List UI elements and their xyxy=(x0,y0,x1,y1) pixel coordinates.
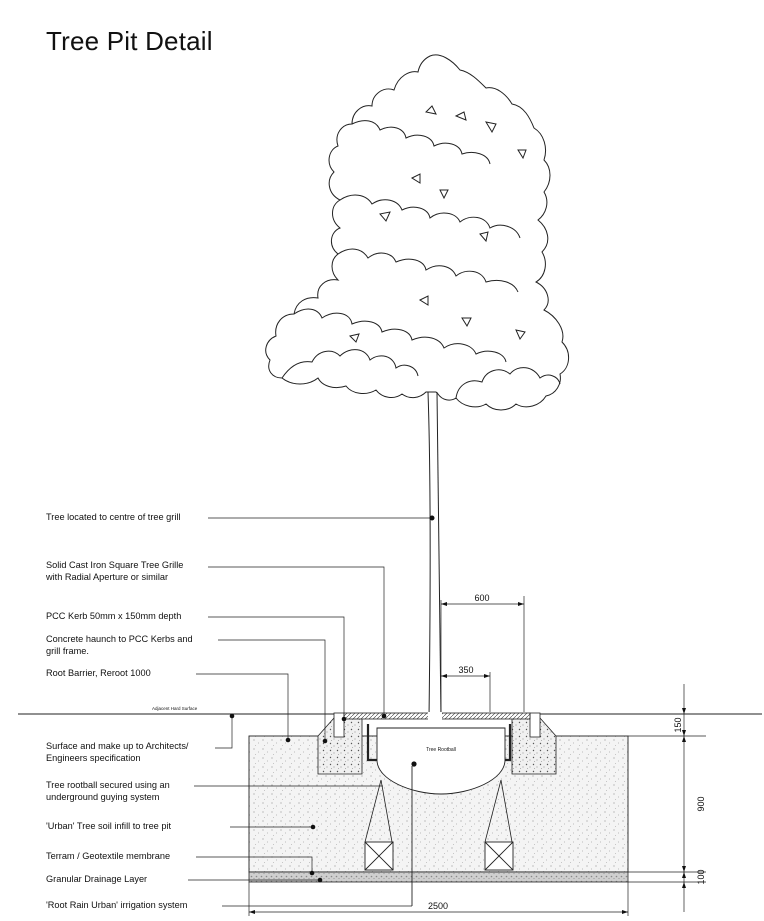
leaf-gap xyxy=(484,121,497,134)
label-surface-line1: Surface and make up to Architects/ xyxy=(46,741,189,751)
leaf-gap xyxy=(349,333,360,343)
canopy-tier-3 xyxy=(293,308,507,363)
grille-gap xyxy=(428,712,442,720)
dimension-600: 600 xyxy=(474,593,489,603)
label-surface-line2: Engineers specification xyxy=(46,753,141,763)
label-haunch-line2: grill frame. xyxy=(46,646,89,656)
canopy-lobe-right xyxy=(455,367,561,399)
leaf-gap xyxy=(439,189,449,200)
leader-kerb xyxy=(208,616,345,719)
canopy-lobe-left xyxy=(281,349,419,379)
dimension-arrows xyxy=(249,602,686,914)
canopy-tier-2 xyxy=(337,248,519,293)
dimension-100: 100 xyxy=(696,869,706,884)
leaf-gap xyxy=(517,149,527,160)
leader-surface xyxy=(215,716,233,749)
leaf-gap xyxy=(424,105,437,115)
leaf-gap xyxy=(454,111,467,121)
label-rootball-line2: underground guying system xyxy=(46,792,160,802)
leaf-gap xyxy=(379,211,391,222)
label-tree-centre: Tree located to centre of tree grill xyxy=(46,512,181,522)
leader-root-barrier xyxy=(196,673,289,740)
label-rootball-line1: Tree rootball secured using an xyxy=(46,780,170,790)
ground-anchor-right xyxy=(484,841,514,871)
label-drainage: Granular Drainage Layer xyxy=(46,874,148,884)
leaf-gap xyxy=(410,173,421,184)
leaf-gap xyxy=(515,329,526,341)
pcc-kerb-right xyxy=(529,712,541,738)
label-irrigation: 'Root Rain Urban' irrigation system xyxy=(46,900,188,910)
tree-canopy xyxy=(265,54,569,411)
dimension-2500: 2500 xyxy=(428,901,448,911)
pcc-kerb-left xyxy=(333,712,345,738)
canopy-tier-1 xyxy=(339,194,521,239)
label-terram: Terram / Geotextile membrane xyxy=(46,851,171,861)
leader-haunch xyxy=(218,639,326,741)
label-kerb: PCC Kerb 50mm x 150mm depth xyxy=(46,611,182,621)
label-grille-line2: with Radial Aperture or similar xyxy=(46,572,169,582)
dimension-lines xyxy=(248,596,706,916)
rootball xyxy=(376,727,506,795)
leaf-gap xyxy=(479,231,489,243)
dimension-150: 150 xyxy=(673,717,683,732)
canopy-outline xyxy=(265,54,569,411)
label-grille-line1: Solid Cast Iron Square Tree Grille xyxy=(46,560,184,570)
leader-terram xyxy=(196,856,313,873)
label-root-barrier: Root Barrier, Reroot 1000 xyxy=(46,668,151,678)
canopy-tier-4 xyxy=(351,120,491,165)
tree-trunk xyxy=(427,391,442,719)
adjacent-surface-text: Adjacent Hard Surface xyxy=(152,706,198,711)
drainage-layer xyxy=(248,871,629,883)
leaf-gap xyxy=(461,317,472,328)
leader-grille xyxy=(208,566,385,716)
leader-lines xyxy=(188,517,432,907)
page-title: Tree Pit Detail xyxy=(46,26,213,56)
leader-dots xyxy=(229,515,435,883)
leaf-gap xyxy=(418,295,429,306)
dimension-900: 900 xyxy=(696,796,706,811)
tree-rootball-text: Tree Rootball xyxy=(426,747,456,753)
label-soil: 'Urban' Tree soil infill to tree pit xyxy=(46,821,172,831)
guying-system xyxy=(364,779,513,843)
dimension-350: 350 xyxy=(458,665,473,675)
ground-anchor-left xyxy=(364,841,394,871)
label-haunch-line1: Concrete haunch to PCC Kerbs and xyxy=(46,634,193,644)
